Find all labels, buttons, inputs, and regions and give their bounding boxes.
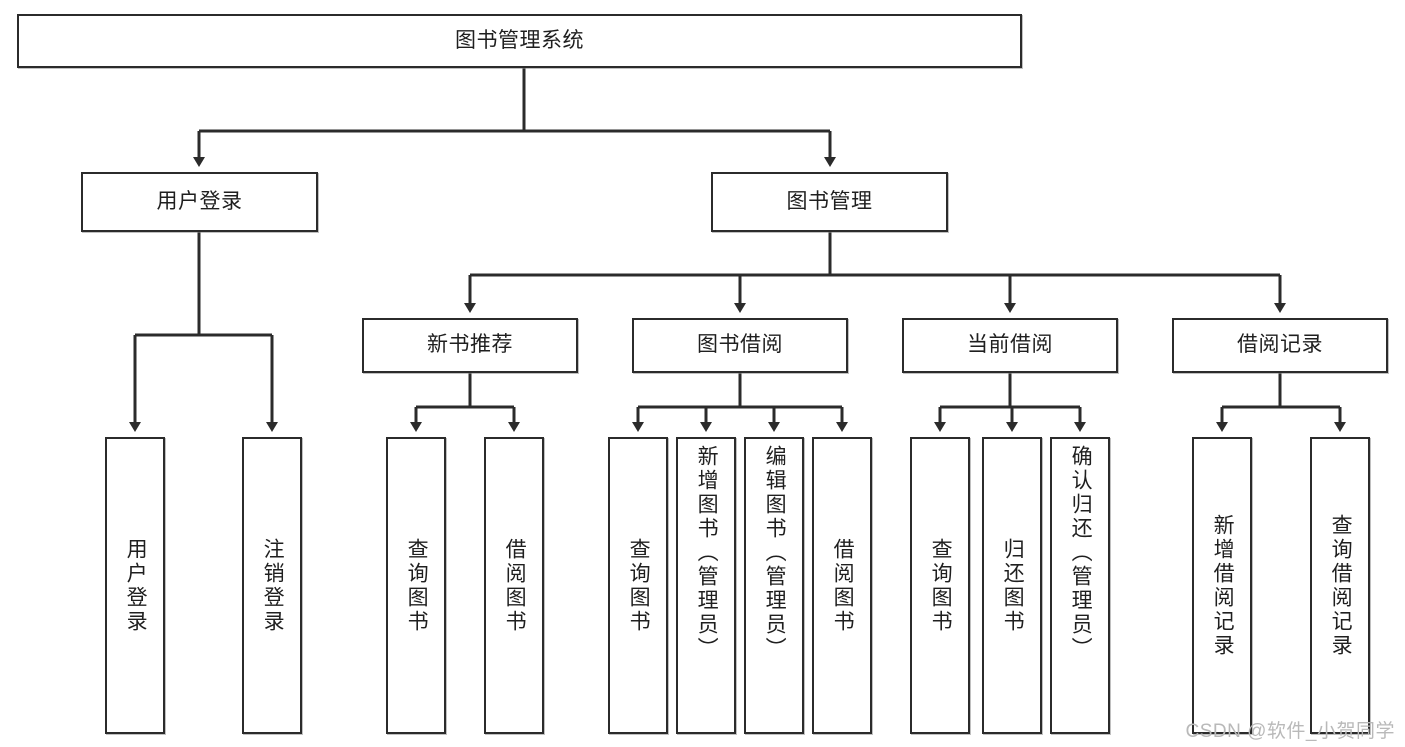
- node-leaf-add-book-label: 新增图书（管理员）: [695, 445, 719, 661]
- node-leaf-query-book-1-label: 查询图书: [405, 537, 429, 634]
- node-new-book-rec-label: 新书推荐: [427, 333, 513, 357]
- node-leaf-query-book-3-label: 查询图书: [929, 537, 953, 634]
- node-new-book-rec[interactable]: 新书推荐: [362, 318, 578, 373]
- node-book-borrow[interactable]: 图书借阅: [632, 318, 848, 373]
- node-leaf-query-record[interactable]: 查询借阅记录: [1310, 437, 1370, 734]
- node-current-borrow[interactable]: 当前借阅: [902, 318, 1118, 373]
- node-user-login[interactable]: 用户登录: [81, 172, 318, 232]
- node-leaf-add-record-label: 新增借阅记录: [1211, 513, 1235, 658]
- node-leaf-confirm-return-label: 确认归还（管理员）: [1069, 445, 1093, 661]
- node-leaf-query-book-3[interactable]: 查询图书: [910, 437, 970, 734]
- node-book-manage[interactable]: 图书管理: [711, 172, 948, 232]
- node-book-manage-label: 图书管理: [786, 189, 873, 213]
- node-leaf-user-logout[interactable]: 注销登录: [242, 437, 302, 734]
- node-book-borrow-label: 图书借阅: [697, 333, 783, 357]
- node-leaf-add-record[interactable]: 新增借阅记录: [1192, 437, 1252, 734]
- node-leaf-borrow-book-2-label: 借阅图书: [831, 537, 855, 634]
- node-leaf-user-login[interactable]: 用户登录: [105, 437, 165, 734]
- node-leaf-edit-book[interactable]: 编辑图书（管理员）: [744, 437, 804, 734]
- node-leaf-add-book[interactable]: 新增图书（管理员）: [676, 437, 736, 734]
- node-borrow-record-label: 借阅记录: [1237, 333, 1323, 357]
- node-borrow-record[interactable]: 借阅记录: [1172, 318, 1388, 373]
- node-user-login-label: 用户登录: [156, 189, 243, 213]
- node-leaf-borrow-book-1[interactable]: 借阅图书: [484, 437, 544, 734]
- node-leaf-query-book-2[interactable]: 查询图书: [608, 437, 668, 734]
- node-leaf-user-login-label: 用户登录: [124, 537, 148, 634]
- node-leaf-user-logout-label: 注销登录: [261, 537, 285, 634]
- node-leaf-query-book-1[interactable]: 查询图书: [386, 437, 446, 734]
- node-leaf-return-book-label: 归还图书: [1001, 537, 1025, 634]
- node-leaf-borrow-book-2[interactable]: 借阅图书: [812, 437, 872, 734]
- node-leaf-confirm-return[interactable]: 确认归还（管理员）: [1050, 437, 1110, 734]
- watermark-text: CSDN @软件_小贺同学: [1185, 721, 1395, 742]
- node-current-borrow-label: 当前借阅: [967, 333, 1053, 357]
- node-root[interactable]: 图书管理系统: [17, 14, 1022, 68]
- node-root-label: 图书管理系统: [455, 28, 584, 52]
- node-leaf-return-book[interactable]: 归还图书: [982, 437, 1042, 734]
- node-leaf-query-record-label: 查询借阅记录: [1329, 513, 1353, 658]
- node-leaf-edit-book-label: 编辑图书（管理员）: [763, 445, 787, 661]
- node-leaf-borrow-book-1-label: 借阅图书: [503, 537, 527, 634]
- node-leaf-query-book-2-label: 查询图书: [627, 537, 651, 634]
